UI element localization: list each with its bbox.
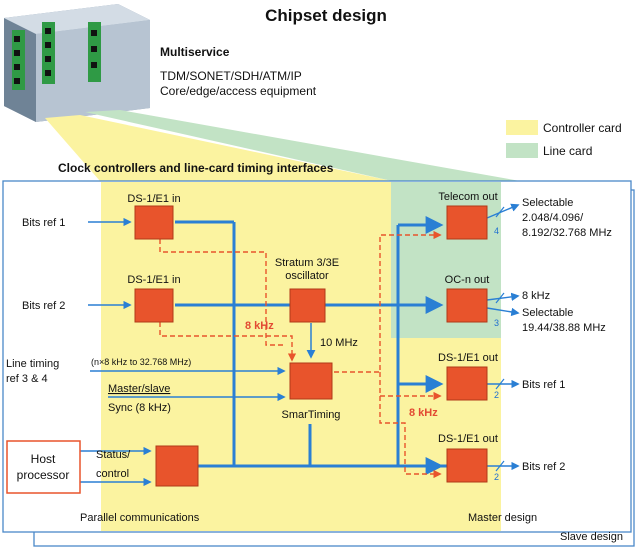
ds1-a-bus-width: 2: [494, 390, 499, 400]
output-lines: [486, 203, 520, 471]
ds1-in-label-b: DS-1/E1 in: [127, 274, 180, 286]
eight-khz-label-a: 8 kHz: [245, 320, 274, 332]
bits-ref-2-input-label: Bits ref 2: [22, 300, 65, 312]
telecom-output-2: 2.048/4.096/: [522, 212, 584, 224]
ds1-out-block-a: [446, 366, 488, 401]
timing-blocks: [134, 205, 488, 487]
slave-design-label: Slave design: [560, 531, 623, 543]
section-title: Clock controllers and line-card timing i…: [58, 161, 334, 175]
equipment-scope: Core/edge/access equipment: [160, 84, 317, 98]
status-label: Status/: [96, 449, 131, 461]
equipment-protocols: TDM/SONET/SDH/ATM/IP: [160, 69, 302, 83]
legend-controller-swatch: [506, 120, 538, 135]
line-timing-label-1: Line timing: [6, 358, 59, 370]
ocn-out-label: OC-n out: [445, 274, 490, 286]
smartiming-label: SmarTiming: [282, 409, 341, 421]
ocn-bus-width: 3: [494, 318, 499, 328]
bits-ref-2-output-label: Bits ref 2: [522, 461, 565, 473]
smartiming-block: [289, 362, 333, 400]
master-slave-label: Master/slave: [108, 383, 170, 395]
legend-line-label: Line card: [543, 144, 592, 158]
bits-ref-1-input-label: Bits ref 1: [22, 217, 65, 229]
stratum-label-1: Stratum 3/3E: [275, 257, 339, 269]
bits-ref-1-output-label: Bits ref 1: [522, 379, 565, 391]
telecom-output-1: Selectable: [522, 197, 573, 209]
control-label: control: [96, 468, 129, 480]
stratum-oscillator-block: [289, 288, 326, 323]
telecom-out-block: [446, 205, 488, 240]
chassis-illustration: [4, 4, 150, 122]
reference-dashed-lines: [159, 230, 442, 479]
legend-line-swatch: [506, 143, 538, 158]
timing-buses: [175, 216, 448, 475]
stratum-label-2: oscillator: [285, 270, 329, 282]
ocn-out-block: [446, 288, 488, 323]
ocn-output-1: 8 kHz: [522, 290, 550, 302]
ocn-output-2: Selectable: [522, 307, 573, 319]
line-card-beam: [85, 110, 520, 181]
equipment-heading: Multiservice: [160, 45, 230, 59]
ds1-out-block-b: [446, 448, 488, 483]
telecom-output-3: 8.192/32.768 MHz: [522, 227, 612, 239]
controller-processor-block: [155, 445, 199, 487]
line-timing-range: (n×8 kHz to 32.768 MHz): [91, 357, 191, 367]
sync-label: Sync (8 kHz): [108, 402, 171, 414]
ds1-out-label-b: DS-1/E1 out: [438, 433, 498, 445]
ds1-in-label-a: DS-1/E1 in: [127, 193, 180, 205]
ds1-in-block-a: [134, 205, 174, 240]
input-lines: [80, 217, 286, 487]
ds1-out-label-a: DS-1/E1 out: [438, 352, 498, 364]
host-label-line1: Host: [31, 452, 56, 466]
telecom-bus-width: 4: [494, 226, 499, 236]
eight-khz-label-b: 8 kHz: [409, 407, 438, 419]
line-timing-label-2: ref 3 & 4: [6, 373, 48, 385]
ds1-in-block-b: [134, 288, 174, 323]
host-label-line2: processor: [17, 468, 70, 482]
telecom-out-label: Telecom out: [438, 191, 497, 203]
host-processor-box: [6, 440, 81, 494]
legend-controller-label: Controller card: [543, 121, 622, 135]
diagram-title: Chipset design: [265, 6, 387, 25]
ten-mhz-label: 10 MHz: [320, 337, 358, 349]
master-design-label: Master design: [468, 512, 537, 524]
ds1-b-bus-width: 2: [494, 472, 499, 482]
parallel-communications-label: Parallel communications: [80, 512, 200, 524]
ocn-output-3: 19.44/38.88 MHz: [522, 322, 606, 334]
controller-beam: [45, 115, 392, 181]
